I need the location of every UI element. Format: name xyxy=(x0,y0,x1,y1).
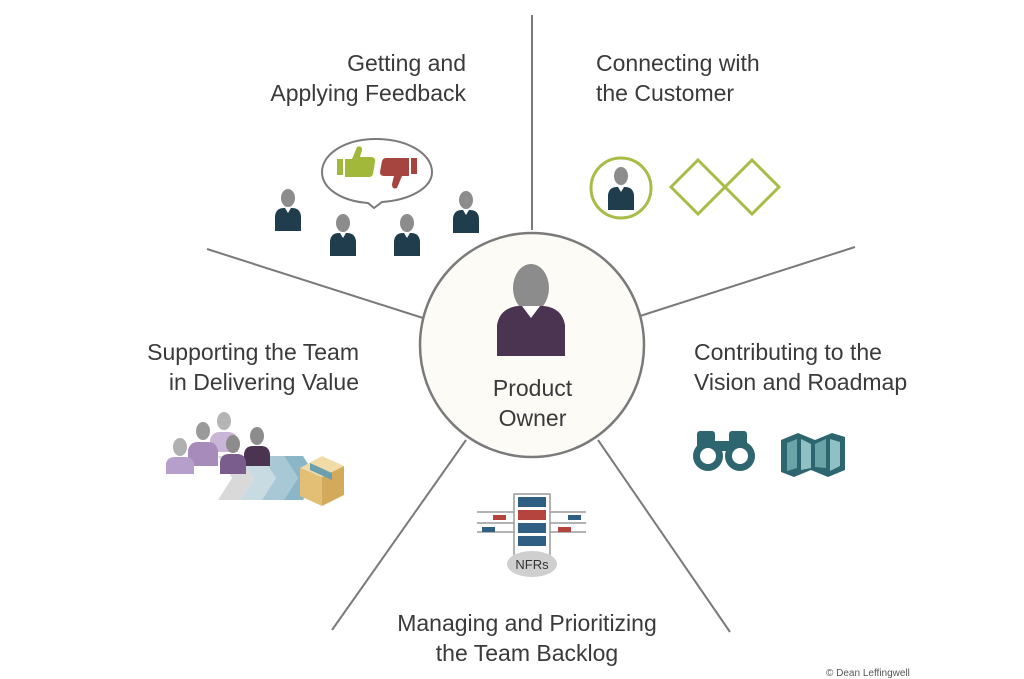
map-icon xyxy=(781,433,845,477)
role-label-line2: the Team Backlog xyxy=(435,640,619,666)
spoke-right xyxy=(639,246,856,317)
package-icon xyxy=(300,456,344,506)
backlog-icon: NFRs xyxy=(477,493,586,577)
role-connecting-customer: Connecting with the Customer xyxy=(596,48,760,108)
role-label-line2: Vision and Roadmap xyxy=(694,369,908,395)
copyright-notice: © Dean Leffingwell xyxy=(826,668,910,679)
role-label-line1: Connecting with xyxy=(596,50,760,76)
person-icon xyxy=(275,189,301,231)
person-icon xyxy=(394,214,420,256)
diamond-icons xyxy=(668,157,782,217)
role-label-line1: Managing and Prioritizing xyxy=(397,610,657,636)
role-label-line1: Contributing to the xyxy=(694,339,882,365)
center-label-line2: Owner xyxy=(498,405,567,431)
feedback-people-icons xyxy=(275,189,479,256)
spoke-bottom-right xyxy=(597,439,731,633)
role-label-line1: Supporting the Team xyxy=(147,339,359,365)
person-icon xyxy=(330,214,356,256)
spokes xyxy=(206,15,856,633)
center-label-line1: Product xyxy=(492,375,573,401)
role-label-line2: in Delivering Value xyxy=(168,369,359,395)
customer-icon xyxy=(589,156,653,220)
role-getting-feedback: Getting and Applying Feedback xyxy=(270,48,466,108)
person-icon xyxy=(453,191,479,233)
role-managing-backlog: Managing and Prioritizing the Team Backl… xyxy=(377,608,677,668)
product-owner-label: Product Owner xyxy=(430,373,635,433)
role-vision-roadmap: Contributing to the Vision and Roadmap xyxy=(694,337,907,397)
binoculars-icon xyxy=(693,431,755,471)
spoke-left xyxy=(206,248,424,319)
nfrs-badge xyxy=(507,551,557,577)
role-label-line1: Getting and xyxy=(347,50,466,76)
feedback-bubble-icon xyxy=(320,137,434,210)
product-owner-icon xyxy=(497,264,565,356)
thumbs-up-icon xyxy=(337,146,376,177)
thumbs-down-icon xyxy=(380,158,417,189)
nfrs-label: NFRs xyxy=(515,557,549,572)
spoke-bottom-left xyxy=(331,439,467,631)
team-value-icon xyxy=(166,412,344,506)
team-people-icons xyxy=(166,412,270,474)
role-supporting-team: Supporting the Team in Delivering Value xyxy=(147,337,359,397)
role-label-line2: the Customer xyxy=(596,80,735,106)
role-label-line2: Applying Feedback xyxy=(270,80,466,106)
